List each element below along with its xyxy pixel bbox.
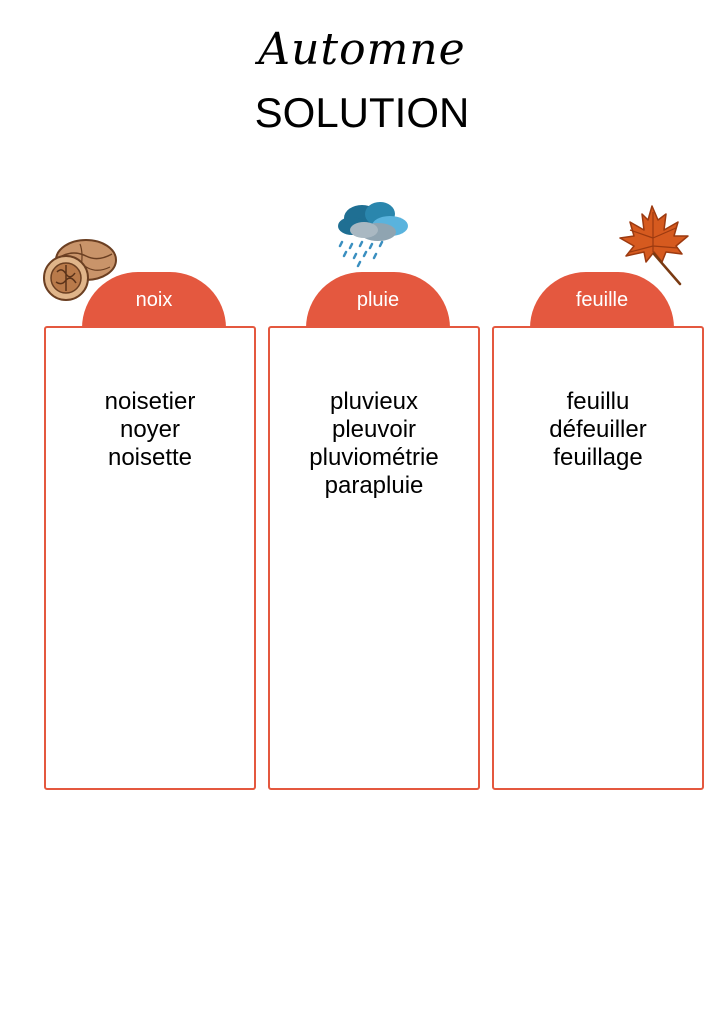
word-box-pluie: pluvieux pleuvoir pluviométrie parapluie (268, 326, 480, 790)
list-item: pluvieux (329, 388, 419, 415)
list-item: noisette (107, 444, 193, 471)
list-item: parapluie (324, 472, 424, 499)
tab-feuille: feuille (530, 272, 674, 328)
rain-cloud-icon (334, 200, 414, 275)
word-list-noix: noisetier noyer noisette (46, 388, 254, 472)
word-box-feuille: feuillu défeuiller feuillage (492, 326, 704, 790)
list-item: défeuiller (549, 416, 647, 443)
list-item: feuillage (553, 444, 643, 471)
walnut-icon (40, 230, 120, 311)
list-item: pluviométrie (309, 444, 439, 471)
tab-noix: noix (82, 272, 226, 328)
page-title: Automne (258, 24, 466, 75)
maple-leaf-icon (616, 204, 692, 293)
list-item: pleuvoir (331, 416, 417, 443)
page-subtitle: SOLUTION (254, 89, 470, 136)
word-box-noix: noisetier noyer noisette (44, 326, 256, 790)
word-list-pluie: pluvieux pleuvoir pluviométrie parapluie (270, 388, 478, 500)
column-pluie: pluie pluvieux pleuvoir pluviométrie par… (268, 200, 480, 792)
list-item: feuillu (566, 388, 630, 415)
word-list-feuille: feuillu défeuiller feuillage (494, 388, 702, 472)
column-noix: noix noisetier noyer noisette (43, 200, 256, 792)
column-feuille: feuille feuillu défeuiller feuillage (492, 200, 704, 792)
tab-pluie: pluie (306, 272, 450, 328)
list-item: noyer (119, 416, 181, 443)
list-item: noisetier (104, 388, 196, 415)
